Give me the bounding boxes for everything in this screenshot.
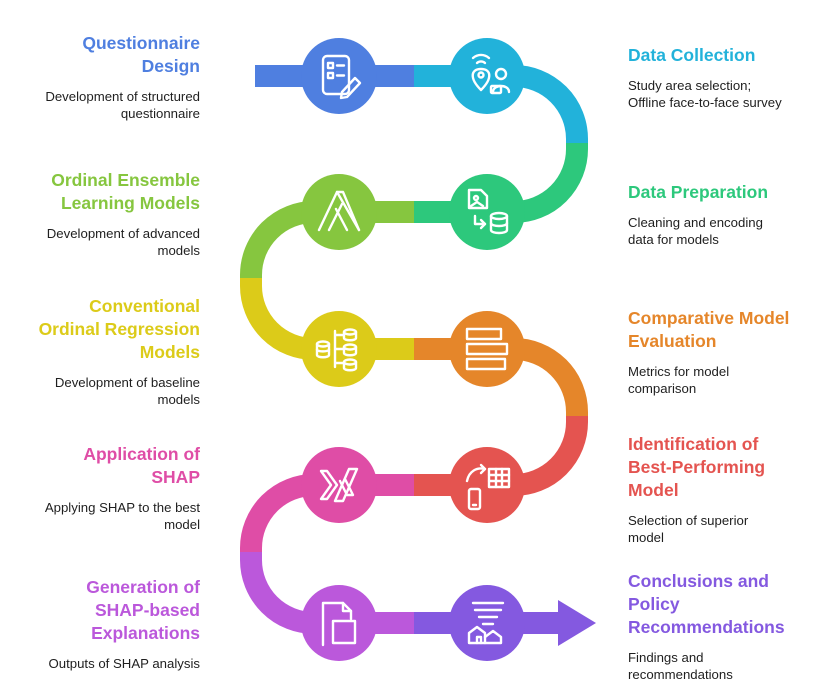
step-conclusions-policy: Conclusions and Policy Recommendations F… (628, 570, 785, 683)
step-data-preparation: Data Preparation Cleaning and encoding d… (628, 181, 768, 248)
step-description: Findings and recommendations (628, 650, 733, 682)
data-cleaning-icon (467, 188, 509, 235)
step-description: Applying SHAP to the best model (44, 500, 200, 532)
step-title: Generation of SHAP-based Explanations (86, 577, 200, 643)
step-data-collection: Data Collection Study area selection; Of… (628, 44, 782, 111)
step-conventional-regression: Conventional Ordinal Regression Models D… (39, 295, 200, 408)
step-description: Study area selection; Offline face-to-fa… (628, 78, 782, 110)
step-title: Data Collection (628, 45, 756, 65)
questionnaire-icon (321, 54, 362, 100)
step-title: Data Preparation (628, 182, 769, 202)
step-description: Development of advanced models (46, 226, 200, 258)
step-circle-best-model (449, 447, 525, 523)
document-pages-icon (321, 601, 357, 647)
step-description: Outputs of SHAP analysis (48, 656, 201, 671)
step-circle-explanations (301, 585, 377, 661)
model-selection-icon (465, 463, 511, 511)
step-circle-evaluation (449, 311, 525, 387)
step-description: Metrics for model comparison (628, 364, 730, 396)
step-description: Cleaning and encoding data for models (628, 215, 763, 247)
policy-recommendations-icon (467, 601, 505, 645)
step-title: Comparative Model Evaluation (628, 308, 790, 351)
flow-arrowhead (558, 600, 596, 646)
regression-hierarchy-icon (315, 328, 358, 372)
step-questionnaire-design: Questionnaire Design Development of stru… (45, 32, 200, 122)
step-circle-data-collection (449, 38, 525, 114)
step-shap-explanations: Generation of SHAP-based Explanations Ou… (49, 576, 201, 672)
step-title: Application of SHAP (83, 444, 200, 487)
comparison-bars-icon (465, 327, 509, 371)
step-circle-data-preparation (449, 174, 525, 250)
step-description: Development of baseline models (54, 375, 200, 407)
step-title: Ordinal Ensemble Learning Models (51, 170, 200, 213)
step-description: Selection of superior model (628, 513, 749, 545)
shap-application-icon (319, 467, 359, 503)
step-ordinal-ensemble: Ordinal Ensemble Learning Models Develop… (47, 169, 200, 259)
step-circle-shap (301, 447, 377, 523)
step-title: Questionnaire Design (82, 33, 200, 76)
step-title: Conventional Ordinal Regression Models (38, 296, 200, 362)
step-best-performing-model: Identification of Best-Performing Model … (628, 433, 765, 546)
step-comparative-evaluation: Comparative Model Evaluation Metrics for… (628, 307, 789, 397)
ensemble-model-icon (317, 190, 361, 232)
step-description: Development of structured questionnaire (45, 89, 200, 121)
step-title: Conclusions and Policy Recommendations (628, 571, 785, 637)
survey-location-icon (471, 53, 511, 95)
step-title: Identification of Best-Performing Model (628, 434, 766, 500)
step-application-shap: Application of SHAP Applying SHAP to the… (45, 443, 200, 533)
